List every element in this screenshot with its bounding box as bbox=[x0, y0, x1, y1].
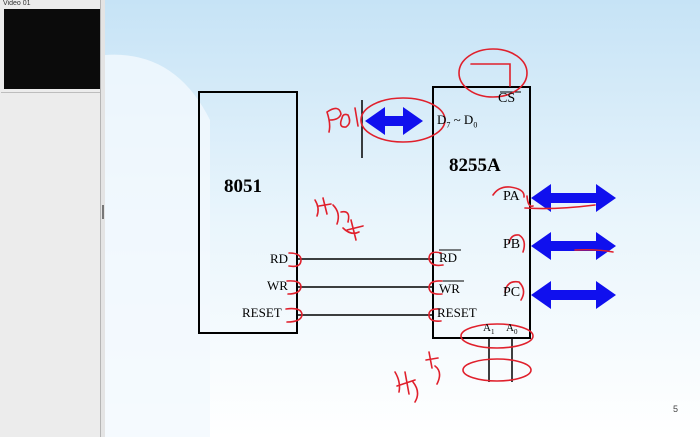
page-number: 5 bbox=[672, 404, 678, 414]
pc-mark-icon bbox=[504, 280, 525, 301]
a0-pin-label: A0 bbox=[506, 321, 517, 339]
pc-arrow-icon bbox=[531, 281, 616, 309]
a0-letter: A bbox=[506, 322, 514, 334]
ppi-label: 8255A bbox=[449, 155, 501, 176]
data-bus-pin-label: D7 ~ D0 bbox=[437, 113, 477, 133]
mcu-wr-pin-label: WR bbox=[267, 278, 288, 293]
a1-sub: 1 bbox=[490, 328, 495, 337]
panel-divider bbox=[1, 92, 101, 93]
pa-mark-icon bbox=[492, 186, 534, 208]
ppi-pin-marks-icon bbox=[428, 251, 444, 322]
ppi-box bbox=[432, 86, 531, 339]
red-annotations bbox=[285, 48, 614, 403]
ppi-wr-pin-label: WR bbox=[439, 281, 460, 296]
panel-splitter[interactable] bbox=[100, 0, 105, 437]
pb-pin-label: PB bbox=[503, 237, 521, 252]
address-circle-bottom-icon bbox=[462, 358, 532, 382]
background-arc bbox=[105, 54, 210, 437]
handwriting-p0-icon bbox=[326, 107, 359, 133]
cs-pin-label: CS bbox=[498, 91, 516, 106]
pc-pin-label: PC bbox=[503, 285, 521, 300]
data-bus-circle-icon bbox=[360, 97, 446, 143]
pa-arrow-icon bbox=[531, 184, 616, 212]
panel-title: Video 01 bbox=[3, 0, 31, 7]
video-thumbnail[interactable] bbox=[4, 9, 100, 89]
mcu-rd-pin-label: RD bbox=[270, 251, 289, 266]
mcu-label: 8051 bbox=[224, 176, 262, 197]
address-circle-top-icon bbox=[460, 323, 534, 349]
data-bus-d: D bbox=[437, 112, 447, 127]
cs-circle-icon bbox=[458, 48, 528, 98]
data-bus-tilde: ~ D bbox=[450, 112, 474, 127]
a0-sub: 0 bbox=[513, 328, 518, 337]
pb-mark-icon bbox=[508, 234, 526, 253]
data-bus-sub-lo: 0 bbox=[473, 120, 478, 130]
mcu-pin-marks-icon bbox=[285, 252, 303, 323]
pa-pin-label: PA bbox=[503, 189, 520, 204]
a1-pin-label: A1 bbox=[483, 321, 494, 339]
pa-underline-icon bbox=[524, 204, 596, 210]
mcu-box bbox=[198, 91, 298, 334]
data-bus-sub-hi: 7 bbox=[446, 120, 451, 130]
slide-drawing bbox=[105, 48, 616, 437]
arrows bbox=[365, 107, 616, 309]
handwriting-annotation-icon bbox=[314, 197, 364, 241]
pb-arrow-icon bbox=[531, 232, 616, 260]
ppi-rd-pin-label: RD bbox=[439, 250, 458, 265]
cs-hook-icon bbox=[470, 63, 511, 87]
video-panel: Video 01 bbox=[0, 0, 103, 437]
a1-letter: A bbox=[483, 322, 491, 334]
handwriting-bottom-icon bbox=[394, 351, 441, 403]
ppi-reset-pin-label: RESET bbox=[437, 305, 477, 320]
pb-arrow-scribble-icon bbox=[574, 248, 614, 253]
splitter-grip-icon[interactable] bbox=[102, 205, 104, 219]
mcu-reset-pin-label: RESET bbox=[242, 305, 282, 320]
slide-canvas: 8051 8255A CS D7 ~ D0 PA PB PC RD WR RES… bbox=[105, 0, 700, 437]
data-bus-arrow-icon bbox=[365, 107, 423, 135]
